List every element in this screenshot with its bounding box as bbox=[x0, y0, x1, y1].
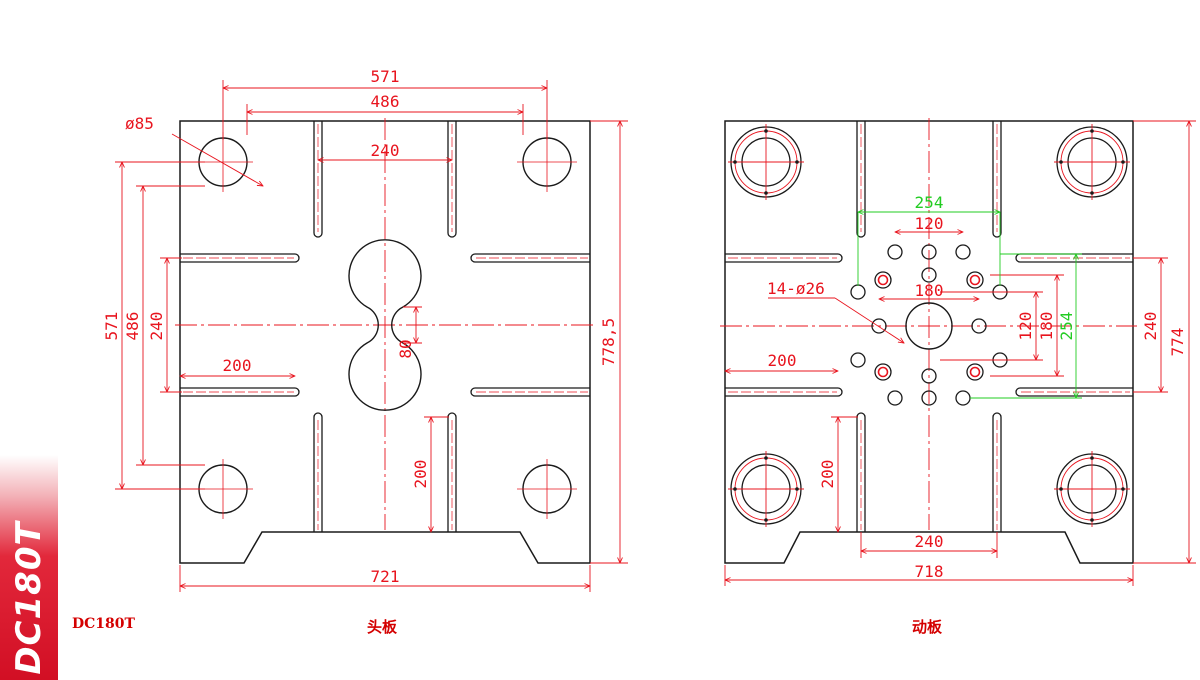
dim-head-center-height: 80 bbox=[396, 339, 415, 358]
dim-head-left-outer: 571 bbox=[102, 312, 121, 341]
dim-moving-holes-120: 120 bbox=[915, 214, 944, 233]
dim-head-tie-bar-hole: ø85 bbox=[125, 114, 154, 133]
dim-moving-vert-180: 180 bbox=[1037, 312, 1056, 341]
dim-moving-green-width: 254 bbox=[915, 193, 944, 212]
dim-moving-bottom-240: 240 bbox=[915, 532, 944, 551]
moving-center-hole bbox=[905, 302, 953, 350]
dim-moving-green-height: 254 bbox=[1057, 312, 1076, 341]
dim-moving-hole-callout: 14-ø26 bbox=[767, 279, 825, 298]
head-plate-caption: 头板 bbox=[366, 618, 398, 636]
dim-head-slot-spacing: 240 bbox=[371, 141, 400, 160]
moving-tie-bar-bushings bbox=[728, 124, 1130, 527]
dim-head-lower-slot: 200 bbox=[411, 460, 430, 489]
moving-top-slots bbox=[856, 121, 1002, 238]
moving-plate-outline bbox=[724, 120, 1134, 564]
dim-head-left-slot: 240 bbox=[147, 312, 166, 341]
dim-head-overall-width: 721 bbox=[371, 567, 400, 586]
head-top-slots bbox=[313, 121, 457, 238]
dim-head-slot-length: 200 bbox=[223, 356, 252, 375]
dim-moving-holes-180: 180 bbox=[915, 281, 944, 300]
moving-plate-drawing: 120 180 14-ø26 200 240 718 120 180 240 7… bbox=[720, 118, 1196, 586]
dim-head-left-inner: 486 bbox=[123, 312, 142, 341]
dim-moving-slot-length: 200 bbox=[768, 351, 797, 370]
dim-head-top-inner: 486 bbox=[371, 92, 400, 111]
dim-head-top-outer: 571 bbox=[371, 67, 400, 86]
head-plate-drawing: 571 486 240 ø85 200 721 571 486 240 80 2… bbox=[102, 67, 628, 592]
side-tab bbox=[0, 455, 58, 680]
dim-moving-vert-120: 120 bbox=[1016, 312, 1035, 341]
moving-plate-caption: 动板 bbox=[911, 618, 943, 636]
head-plate-outline bbox=[179, 120, 591, 564]
dim-head-overall-height: 778,5 bbox=[599, 318, 618, 366]
dim-moving-right-240: 240 bbox=[1141, 312, 1160, 341]
dim-moving-lower-slot: 200 bbox=[818, 460, 837, 489]
model-label: DC180T bbox=[72, 616, 135, 632]
head-side-slots bbox=[180, 253, 590, 397]
dim-moving-overall-height: 774 bbox=[1168, 328, 1187, 357]
dim-moving-overall-width: 718 bbox=[915, 562, 944, 581]
